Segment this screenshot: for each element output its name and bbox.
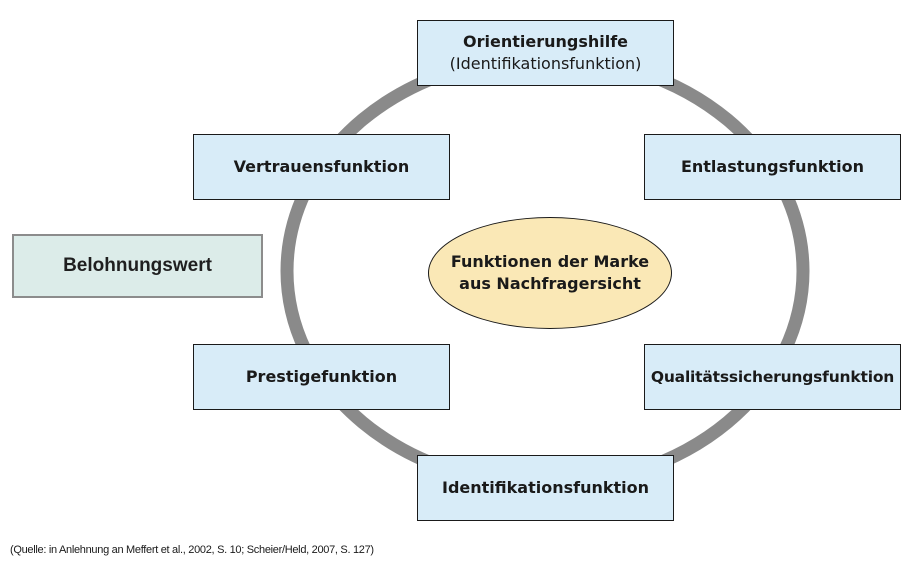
side-box-belohnungswert: Belohnungswert <box>12 234 263 298</box>
function-label: Prestigefunktion <box>245 367 398 386</box>
function-label: Orientierungshilfe <box>462 32 629 51</box>
function-box-vertrauensfunktion: Vertrauensfunktion <box>193 134 450 200</box>
function-box-entlastungsfunktion: Entlastungsfunktion <box>644 134 901 200</box>
function-label: Vertrauensfunktion <box>233 157 410 176</box>
source-citation: (Quelle: in Anlehnung an Meffert et al.,… <box>10 544 374 556</box>
center-label-line2: aus Nachfragersicht <box>459 274 641 293</box>
function-sublabel: (Identifikationsfunktion) <box>449 54 642 73</box>
function-box-prestigefunktion: Prestigefunktion <box>193 344 450 410</box>
function-label: Identifikationsfunktion <box>441 478 649 497</box>
function-label: Qualitätssicherungsfunktion <box>650 368 895 386</box>
function-label: Entlastungsfunktion <box>680 157 865 176</box>
center-ellipse: Funktionen der Marke aus Nachfragersicht <box>428 217 672 329</box>
function-box-qualitaetssicherungsfunktion: Qualitätssicherungsfunktion <box>644 344 901 410</box>
center-label-line1: Funktionen der Marke <box>450 252 650 271</box>
function-box-identifikationsfunktion: Identifikationsfunktion <box>417 455 674 521</box>
side-box-label: Belohnungswert <box>63 255 212 276</box>
function-box-orientierungshilfe: Orientierungshilfe (Identifikationsfunkt… <box>417 20 674 86</box>
